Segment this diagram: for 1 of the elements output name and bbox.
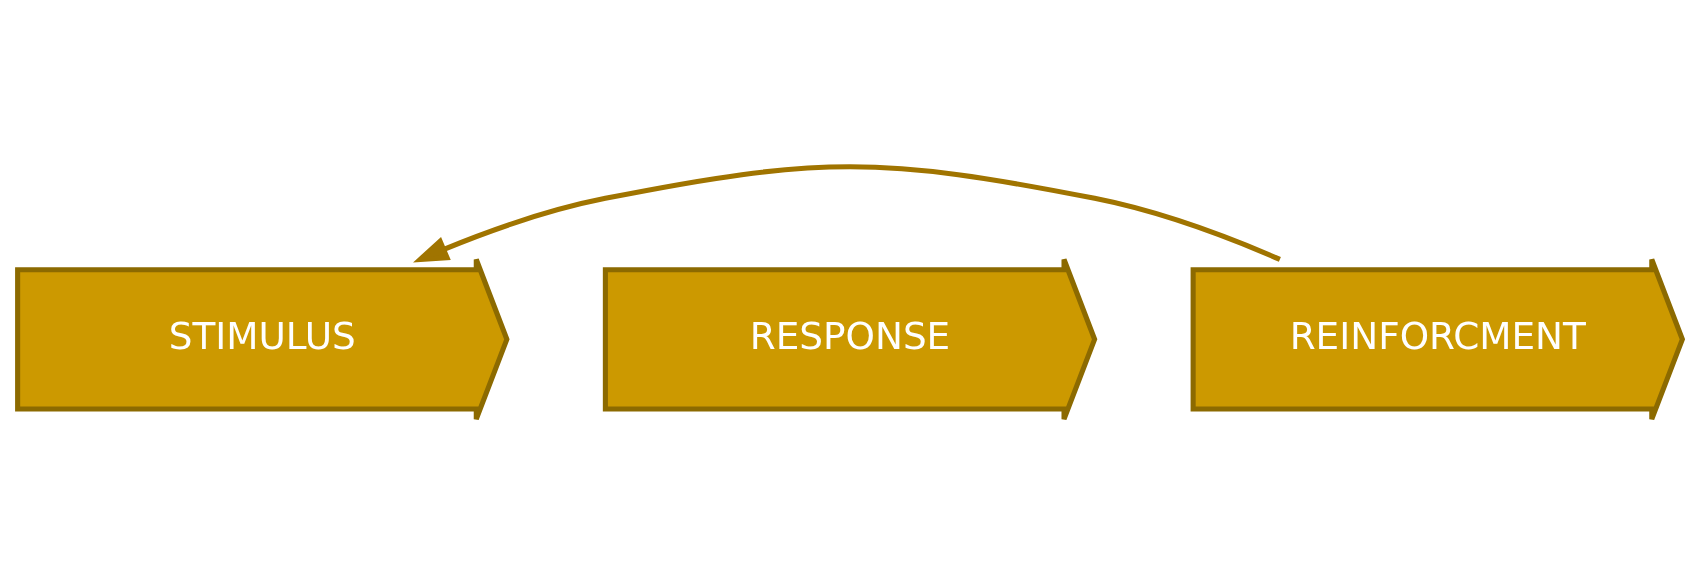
arrow <box>413 164 1281 263</box>
